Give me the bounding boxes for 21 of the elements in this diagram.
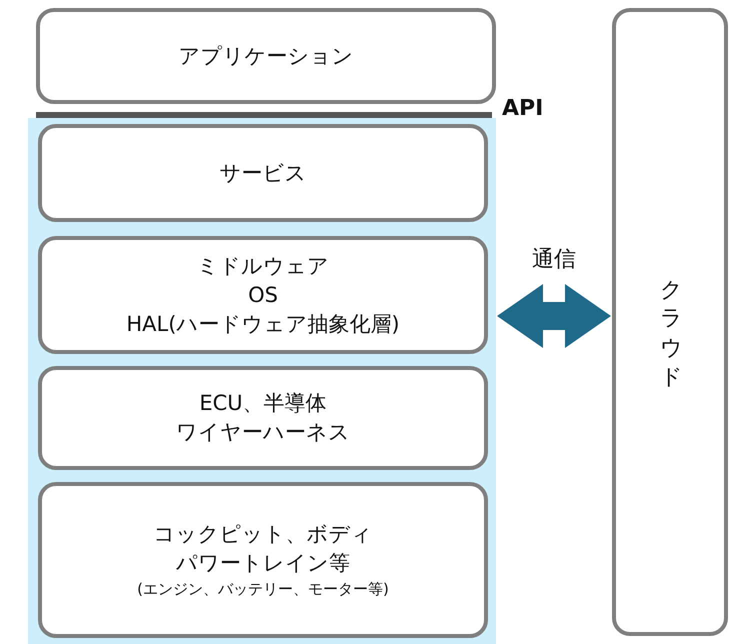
layer-text: アプリケーション: [178, 42, 354, 70]
layer-box: [38, 236, 488, 354]
band-background: [28, 118, 496, 644]
layer-text: ワイヤーハーネス: [176, 419, 350, 446]
layer-box: [38, 482, 488, 638]
layer-box: [38, 124, 488, 222]
api-label: API: [502, 96, 544, 121]
layer-box: [38, 366, 488, 470]
layer-text: コックピット、ボディ: [154, 521, 372, 548]
layer-text: サービス: [220, 160, 306, 186]
layer-text: パワートレイン等: [176, 550, 350, 577]
layer-text: (エンジン、バッテリー、モーター等): [137, 579, 389, 600]
layer-text: HAL(ハードウェア抽象化層): [126, 310, 400, 338]
layer-text: クラウド: [657, 264, 684, 380]
layer-text: ミドルウェア: [197, 252, 329, 280]
edge-label: 通信: [531, 246, 577, 274]
layer-text: OS: [248, 282, 278, 308]
layer-text: ECU、半導体: [199, 390, 327, 417]
layer-box: [36, 8, 496, 104]
double-arrow: [497, 284, 611, 348]
cloud-box: [612, 8, 728, 636]
